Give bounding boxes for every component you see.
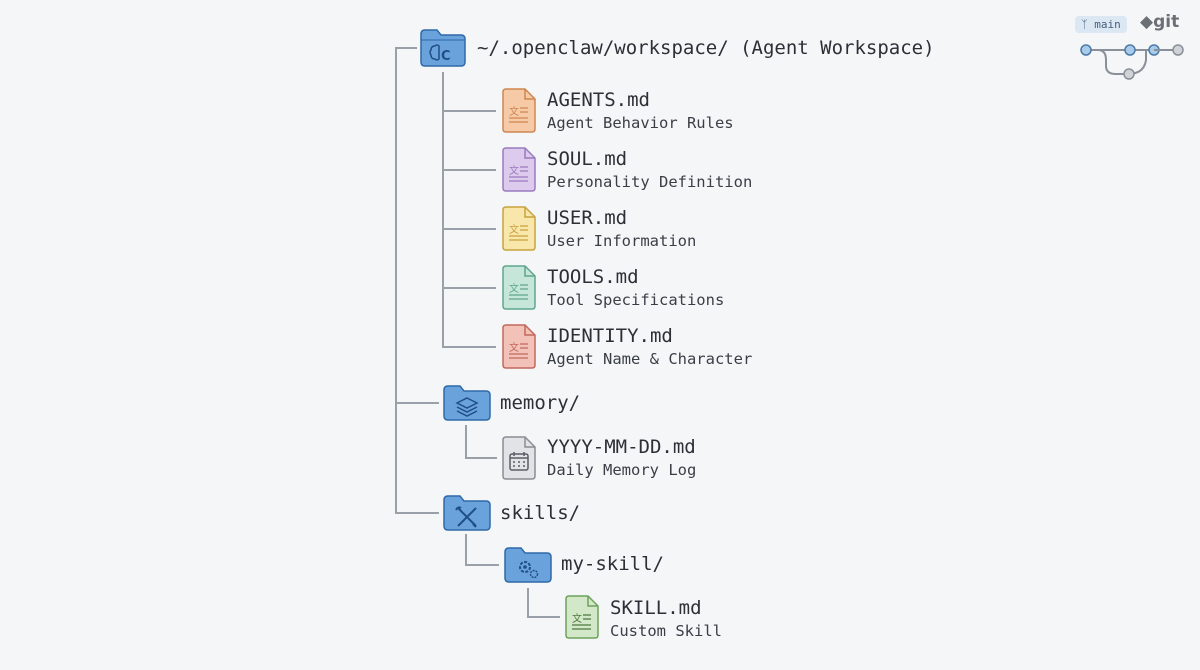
svg-text:文: 文 [509,105,519,118]
file-name-identity: IDENTITY.md [547,325,673,347]
file-desc-identity: Agent Name & Character [547,350,753,368]
file-name-soul: SOUL.md [547,148,628,170]
skill-file-desc: Custom Skill [610,622,722,640]
document-icon: 文 [502,147,536,192]
memory-file-desc: Daily Memory Log [547,461,697,479]
document-icon: 文 [502,324,536,369]
svg-text:文: 文 [509,164,519,177]
file-desc-agents: Agent Behavior Rules [547,114,734,132]
memory-folder-label: memory/ [500,392,581,414]
document-icon: 文 [502,206,536,251]
svg-text:文: 文 [509,223,519,236]
tree-line [527,616,560,618]
tree-line [465,534,467,566]
svg-text:文: 文 [509,341,519,354]
git-logo: ◆git [1140,12,1180,32]
tree-line [442,346,496,348]
tree-line [442,228,496,230]
svg-text:文: 文 [509,282,519,295]
tree-line [442,110,496,112]
skill-file-icon: 文 [565,595,599,639]
tree-line [442,287,496,289]
memory-file-name: YYYY-MM-DD.md [547,436,696,458]
tree-line [395,47,417,49]
gear-folder-icon [504,547,552,583]
file-desc-user: User Information [547,232,697,250]
file-desc-tools: Tool Specifications [547,291,725,309]
tree-line [442,169,496,171]
document-icon: 文 [502,88,536,133]
my-skill-folder-label: my-skill/ [561,553,664,575]
file-desc-soul: Personality Definition [547,173,753,191]
tree-line [465,457,497,459]
file-name-agents: AGENTS.md [547,89,650,111]
branch-badge: ᛉ main [1075,16,1127,33]
tools-folder-icon [443,495,491,531]
document-icon: 文 [502,265,536,310]
git-graph-icon [1080,44,1184,80]
tree-line [442,72,444,348]
file-name-tools: TOOLS.md [547,266,639,288]
tree-line [395,402,439,404]
tree-line [395,48,397,514]
svg-text:文: 文 [572,612,582,625]
tree-line [465,564,499,566]
tree-line [527,588,529,618]
skill-file-name: SKILL.md [610,597,702,619]
brain-folder-icon: C [420,29,466,67]
svg-text:C: C [441,49,451,64]
branch-icon: ᛉ [1081,18,1095,31]
calendar-file-icon [502,436,536,480]
file-name-user: USER.md [547,207,628,229]
tree-line [465,425,467,459]
root-folder-label: ~/.openclaw/workspace/ (Agent Workspace) [477,37,935,59]
tree-line [395,512,439,514]
skills-folder-label: skills/ [500,502,581,524]
layers-folder-icon [443,385,491,421]
